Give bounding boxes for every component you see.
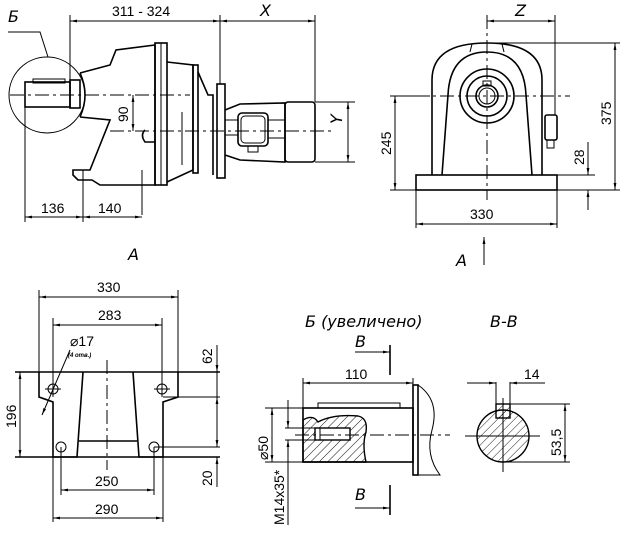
dim-375: 375: [598, 101, 614, 125]
detail-b-view: Б (увеличено) В 110 ⌀50 M14x35* В: [255, 312, 450, 525]
hole-count-note: (4 отв.): [68, 353, 91, 359]
section-vv-title: В-В: [490, 312, 518, 331]
terminal-box-side: [544, 114, 558, 141]
dim-key-14: 14: [524, 366, 540, 382]
dim-28: 28: [571, 149, 587, 165]
dim-motor-length: X: [259, 1, 272, 20]
dim-motor-height: Y: [327, 113, 346, 124]
dim-62: 62: [199, 348, 215, 364]
terminal-box: [237, 112, 269, 147]
dim-z: Z: [514, 1, 527, 20]
motor-fan-cover: [284, 101, 316, 163]
dim-140: 140: [98, 200, 122, 216]
dim-overall-length: 311 - 324: [112, 3, 170, 19]
base-left-foot: [38, 371, 84, 458]
hole-diameter: ⌀17: [70, 333, 94, 349]
detail-leader: [8, 31, 49, 58]
front-view: Z 375 245 28 330 A: [378, 1, 620, 270]
thread-spec: M14x35*: [271, 469, 287, 525]
gearbox-housing: [72, 44, 156, 186]
dim-290: 290: [95, 501, 119, 517]
dim-330-front: 330: [470, 206, 494, 222]
dim-196: 196: [3, 404, 19, 428]
dim-shaft-offset: 90: [115, 106, 131, 122]
view-arrow-label: A: [455, 251, 467, 270]
shaft-key-detail: [317, 402, 401, 409]
motor-body: [224, 102, 286, 163]
section-mark-top: В: [355, 332, 366, 351]
base-plan-view: ⌀17 (4 отв.) 330 283 196 62 20 250 290: [3, 279, 220, 522]
shaft-key: [32, 78, 66, 84]
detail-b-title: Б (увеличено): [305, 312, 422, 331]
base-right-foot: [132, 371, 179, 458]
detail-callout-label: Б: [8, 7, 19, 26]
section-vv-view: В-В 14 53,5: [465, 312, 570, 472]
dim-283: 283: [98, 307, 122, 323]
dim-20: 20: [199, 470, 215, 486]
dim-245: 245: [378, 131, 394, 155]
dim-110: 110: [345, 366, 368, 382]
planetary-stage: [166, 61, 194, 183]
dim-330-base: 330: [97, 279, 121, 295]
dim-136: 136: [41, 200, 65, 216]
dim-250: 250: [95, 473, 119, 489]
side-view: Б 311 - 324: [8, 1, 355, 264]
shaft-collar: [69, 79, 81, 109]
view-label-a: A: [127, 245, 139, 264]
dim-dia-50: ⌀50: [255, 436, 271, 460]
section-mark-bottom: В: [355, 485, 366, 504]
dim-53-5: 53,5: [548, 429, 564, 456]
